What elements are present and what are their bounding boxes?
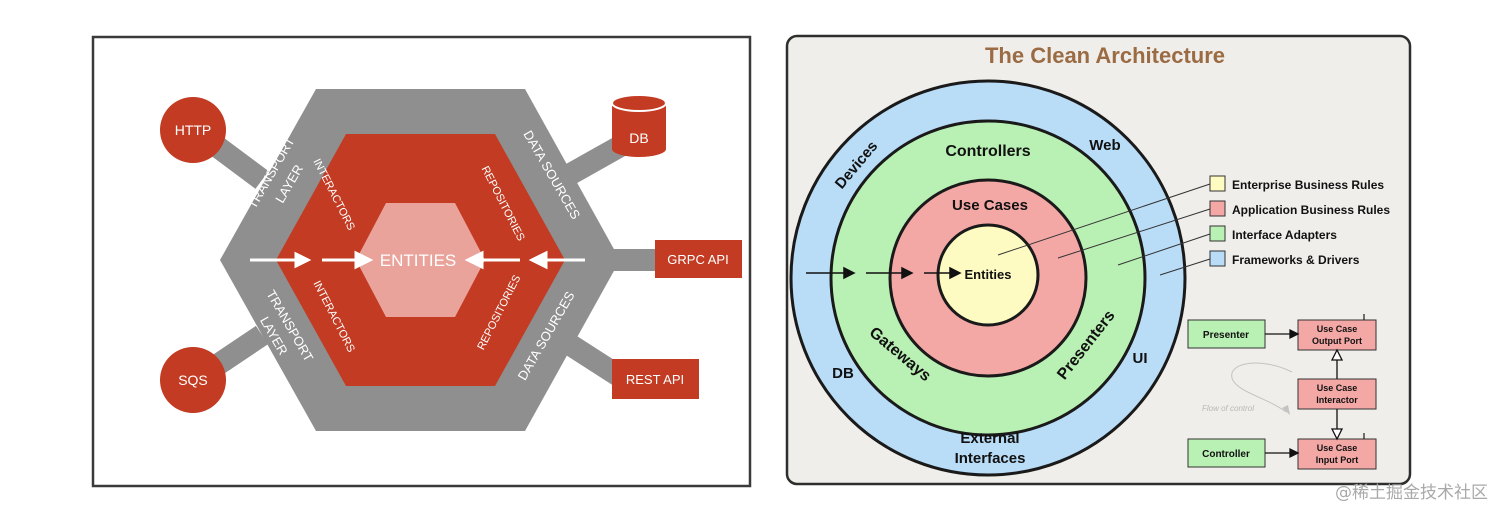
web-label: Web <box>1089 137 1120 154</box>
db-cylinder-icon <box>611 94 667 157</box>
legend-frameworks: Frameworks & Drivers <box>1232 253 1360 267</box>
legend-pointers <box>997 183 1211 276</box>
interactor-label-2: Interactor <box>1316 395 1358 405</box>
pointer-enterprise <box>997 183 1211 256</box>
arrow-outer-head <box>843 266 856 280</box>
controller-label: Controller <box>1202 449 1250 460</box>
ui-label: UI <box>1133 350 1148 367</box>
arrow-interactors-head <box>354 250 374 270</box>
legend-swatch-frameworks <box>1209 250 1226 267</box>
arrow-presenter-head <box>1289 328 1300 340</box>
legend-swatch-enterprise <box>1209 175 1226 192</box>
arrow-controller-head <box>1289 447 1300 459</box>
external-label-2: Interfaces <box>955 450 1026 467</box>
arrow-middle-head <box>901 266 914 280</box>
clean-title: The Clean Architecture <box>985 43 1225 68</box>
control-flow-curve <box>1231 362 1293 413</box>
interface-marker-output: I <box>1363 313 1365 322</box>
presenter-box <box>1187 319 1266 349</box>
entities-label: ENTITIES <box>380 251 457 270</box>
entities-ring-label: Entities <box>965 267 1012 282</box>
arrow-datasources-head <box>528 250 548 270</box>
legend-enterprise: Enterprise Business Rules <box>1232 178 1384 192</box>
watermark-text: @稀土掘金技术社区 <box>1335 483 1488 503</box>
control-flow-note: Flow of control <box>1202 404 1254 413</box>
flow-of-control: Presenter Controller Use Case Output Por… <box>1187 313 1377 470</box>
legend-swatch-adapters <box>1209 225 1226 242</box>
legend-adapters: Interface Adapters <box>1232 228 1337 242</box>
db-ring-label: DB <box>832 365 854 382</box>
input-port-label-1: Use Case <box>1317 443 1358 453</box>
arrow-interactor-output-head <box>1330 348 1344 361</box>
sqs-label: SQS <box>178 372 208 388</box>
rest-label: REST API <box>626 372 684 387</box>
output-port-label-2: Output Port <box>1312 336 1362 346</box>
presenter-label: Presenter <box>1203 330 1249 341</box>
pointer-application <box>1057 208 1211 259</box>
interactor-box <box>1297 378 1377 410</box>
sqs-node <box>160 347 226 413</box>
output-port-label-1: Use Case <box>1317 324 1358 334</box>
input-port-label-2: Input Port <box>1316 455 1359 465</box>
pointer-adapters <box>1117 233 1211 266</box>
arrow-interactor-input-head <box>1330 428 1344 441</box>
arrow-inner-head <box>949 266 962 280</box>
output-port-box <box>1297 319 1377 351</box>
hexagonal-diagram: ENTITIES INTERACTORS INTERACTORS REPOSIT… <box>91 35 752 488</box>
http-label: HTTP <box>175 122 212 138</box>
control-flow-curve-head <box>1282 405 1290 415</box>
interactor-label-1: Use Case <box>1317 383 1358 393</box>
controller-box <box>1187 438 1266 468</box>
controllers-label: Controllers <box>945 143 1030 160</box>
pointer-frameworks <box>1159 258 1211 276</box>
legend: Enterprise Business Rules Application Bu… <box>1209 175 1390 267</box>
external-label-1: External <box>960 430 1019 447</box>
clean-architecture-diagram: The Clean Architecture Devices Web DB UI… <box>785 34 1412 486</box>
dependency-arrows <box>806 266 962 280</box>
http-node <box>160 97 226 163</box>
grpc-label: GRPC API <box>667 252 728 267</box>
grpc-node <box>655 240 742 278</box>
input-port-box <box>1297 438 1377 470</box>
use-cases-label: Use Cases <box>952 197 1028 214</box>
rest-node <box>612 359 699 399</box>
flow-arrows <box>250 250 585 270</box>
legend-swatch-application <box>1209 200 1226 217</box>
arrow-repositories-head <box>464 250 484 270</box>
entities-hexagon <box>356 203 485 317</box>
arrow-transport-left-head <box>294 251 312 269</box>
db-label: DB <box>629 130 648 146</box>
legend-application: Application Business Rules <box>1232 203 1390 217</box>
interface-marker-input: I <box>1363 432 1365 441</box>
